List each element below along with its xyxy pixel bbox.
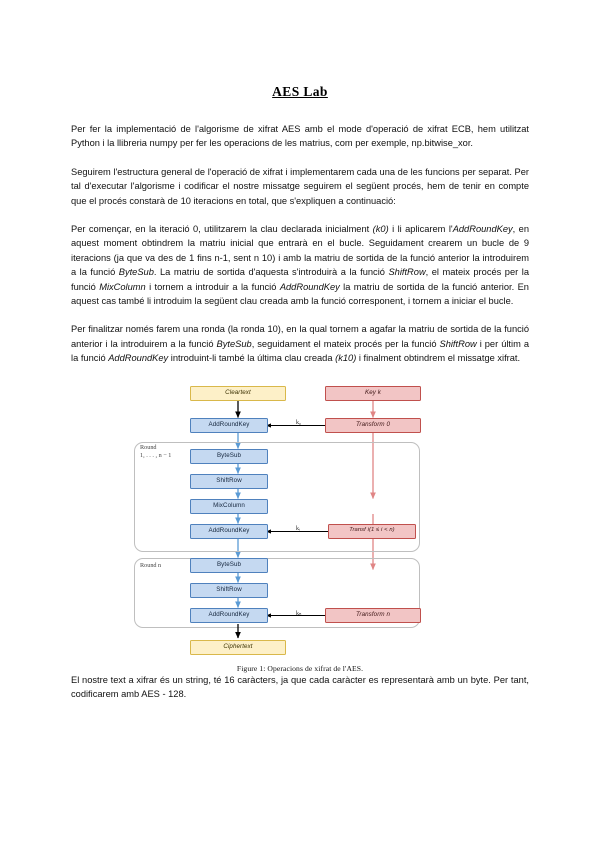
node-shiftrow-final: ShiftRow [190,582,268,598]
key-label-kn: kₙ [296,610,302,617]
node-bytesub-final-label: ByteSub [216,561,242,569]
node-ciphertext-label: Ciphertext [223,643,253,651]
document-content: AES Lab Per fer la implementació de l'al… [71,84,529,716]
p3-mixcolumn: MixColumn [99,281,146,292]
p3-k0: (k0) [372,224,389,235]
node-cleartext-label: Cleartext [225,389,251,397]
node-addroundkey-0-label: AddRoundKey [208,421,250,429]
node-mixcolumn-middle-label: MixColumn [213,502,245,510]
figure-caption: Figure 1: Operacions de xifrat de l'AES. [236,663,364,673]
p4-seg4: introduint-li també la última clau cread… [168,353,336,364]
p3-seg6: i tornem a introduir a la funció [145,281,280,292]
node-addroundkey-middle: AddRoundKey [190,523,268,539]
node-bytesub-final: ByteSub [190,557,268,573]
p3-seg3: , en aquest moment obtindrem la matriu i… [71,224,529,278]
p4-shiftrow: ShiftRow [439,338,477,349]
node-addroundkey-final-label: AddRoundKey [208,611,250,619]
p4-addroundkey: AddRoundKey [108,353,169,364]
p4-bytesub: ByteSub [216,338,252,349]
round-middle-label-line1: Round [140,443,157,451]
p4-seg1: Per finalitzar només farem una ronda (la… [71,324,529,349]
node-transform-n: Transform n [325,607,421,623]
aes-flow-diagram: Round 1, . . . , n − 1 Round n Cleartext… [130,382,470,655]
node-transform-0-label: Transform 0 [356,421,390,429]
paragraph-5: El nostre text a xifrar és un string, té… [71,674,529,700]
p3-seg5: , el mateix procés per la funció [71,267,529,292]
round-group-final [134,557,420,628]
key-label-ki: kᵢ [296,525,300,532]
node-shiftrow-final-label: ShiftRow [216,586,242,594]
node-mixcolumn-middle: MixColumn [190,498,268,514]
node-transform-0: Transform 0 [325,417,421,433]
paragraph-1: Per fer la implementació de l'algorisme … [71,124,529,149]
p3-seg1: Per començar, en la iteració 0, utilitza… [71,224,373,235]
round-group-middle [134,441,420,552]
p3-shiftrow: ShiftRow [388,267,426,278]
round-group-final-label: Round n [140,562,161,571]
node-transf-i-label: Transf i(1 ≤ i < n) [349,527,395,534]
node-transform-n-label: Transform n [356,611,390,619]
p3-bytesub: ByteSub [118,267,154,278]
p3-seg2: i li aplicarem l' [388,224,453,235]
paragraph-2: Seguirem l'estructura general de l'opera… [71,166,529,206]
node-key: Key k [325,385,421,401]
paragraph-3: Per començar, en la iteració 0, utilitza… [71,222,529,308]
p4-seg2: , seguidament el mateix procés per la fu… [251,338,440,349]
page-title: AES Lab [272,84,328,99]
node-addroundkey-0: AddRoundKey [190,417,268,433]
key-label-k0: k₀ [296,419,302,426]
node-bytesub-middle: ByteSub [190,448,268,464]
round-group-middle-label: Round 1, . . . , n − 1 [140,444,171,461]
node-bytesub-middle-label: ByteSub [216,452,242,460]
node-addroundkey-final: AddRoundKey [190,607,268,623]
p3-addroundkey: AddRoundKey [452,224,513,235]
p4-k10: (k10) [335,353,357,364]
node-shiftrow-middle: ShiftRow [190,473,268,489]
p4-seg5: i finalment obtindrem el missatge xifrat… [356,353,521,364]
p3-seg7: la matriu de sortida de la funció anteri… [71,281,529,307]
diagram-connectors [235,400,376,618]
round-final-label-text: Round n [140,561,162,569]
paragraph-4: Per finalitzar només farem una ronda (la… [71,322,529,365]
diagram-connector-ciphertext [235,623,241,639]
figure-aes-diagram: Round 1, . . . , n − 1 Round n Cleartext… [71,382,529,673]
node-ciphertext: Ciphertext [190,639,286,655]
node-transf-i: Transf i(1 ≤ i < n) [328,523,416,539]
node-addroundkey-middle-label: AddRoundKey [208,527,250,535]
node-cleartext: Cleartext [190,385,286,401]
p3-seg4: . La matriu de sortida d'aquesta s'intro… [153,267,389,278]
node-shiftrow-middle-label: ShiftRow [216,477,242,485]
p4-seg3: i per últim a la funció [71,338,529,364]
node-key-label: Key k [365,389,381,397]
round-middle-label-line2: 1, . . . , n − 1 [140,452,172,460]
p3-addroundkey-2: AddRoundKey [279,281,340,292]
